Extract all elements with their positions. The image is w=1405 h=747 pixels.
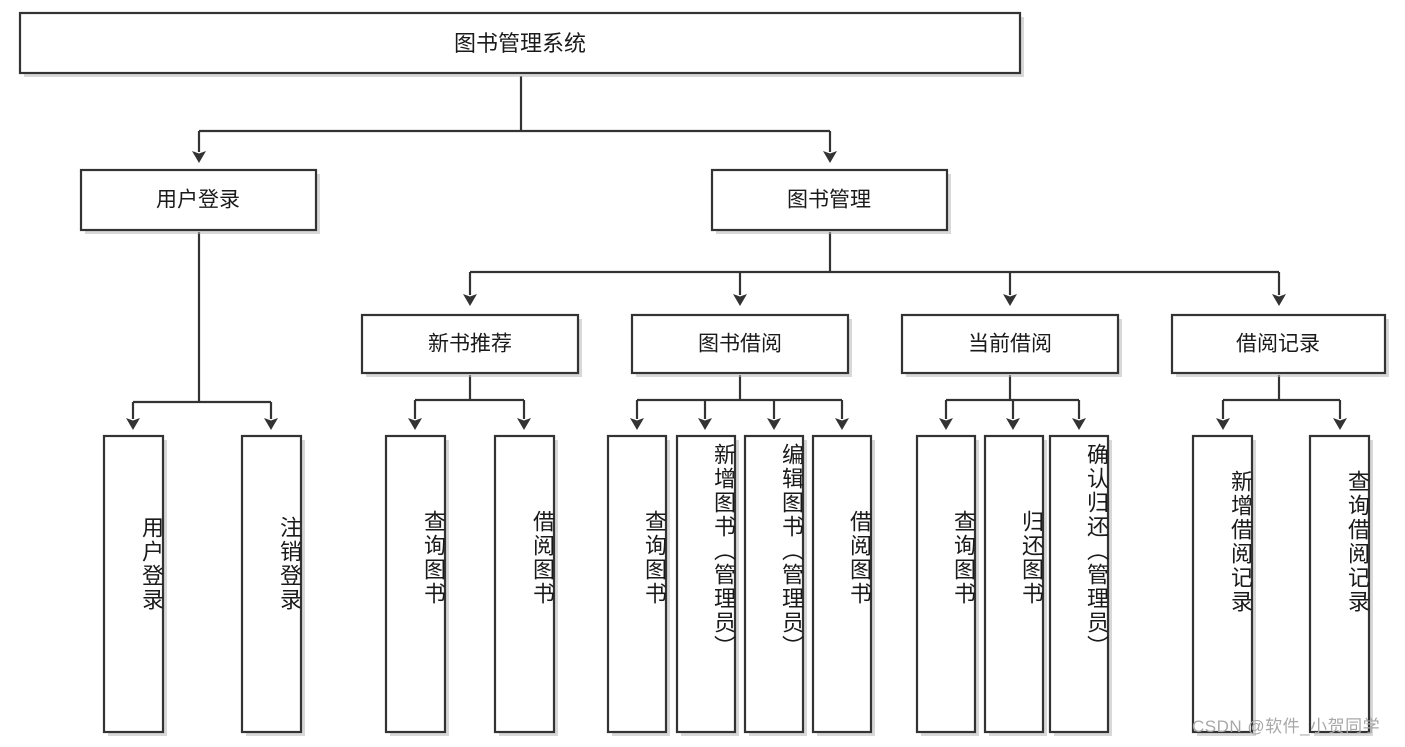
node-root-label: 图书管理系统 <box>454 31 586 56</box>
node-leaf-book-borrow-1[interactable] <box>606 434 670 736</box>
node-leaf-user-login-2[interactable] <box>240 434 305 736</box>
node-new-book-recommend-label: 新书推荐 <box>428 333 512 356</box>
leaf-box <box>493 434 556 734</box>
node-book-borrow-box <box>630 313 850 375</box>
leaf-box <box>983 434 1045 734</box>
leaf-box <box>1308 434 1371 734</box>
node-book-borrow-label: 图书借阅 <box>698 333 782 356</box>
node-borrow-record[interactable]: 借阅记录 <box>1170 313 1389 377</box>
node-user-login-box <box>79 168 318 232</box>
node-leaf-borrow-record-1[interactable] <box>1191 434 1256 736</box>
node-current-borrow-label: 当前借阅 <box>968 333 1052 356</box>
leaf-box <box>743 434 805 734</box>
node-user-login-label: 用户登录 <box>156 189 240 212</box>
node-book-borrow[interactable]: 图书借阅 <box>630 313 852 377</box>
leaf-box <box>811 434 873 734</box>
leaf-box <box>606 434 668 734</box>
node-user-login[interactable]: 用户登录 <box>79 168 320 234</box>
node-book-management[interactable]: 图书管理 <box>710 168 951 234</box>
node-root-box <box>18 11 1022 75</box>
node-leaf-borrow-record-2[interactable] <box>1308 434 1373 736</box>
node-leaf-book-borrow-3[interactable] <box>743 434 807 736</box>
node-new-book-recommend[interactable]: 新书推荐 <box>360 313 582 377</box>
node-leaf-user-login-1[interactable] <box>102 434 167 736</box>
leaf-box <box>384 434 447 734</box>
node-leaf-book-borrow-2[interactable] <box>675 434 739 736</box>
node-new-book-recommend-box <box>360 313 580 375</box>
node-leaf-new-book-2[interactable] <box>493 434 558 736</box>
leaf-box <box>675 434 737 734</box>
connector-layer <box>126 76 1347 430</box>
leaf-box <box>915 434 977 734</box>
leaf-box <box>1048 434 1110 734</box>
node-borrow-record-label: 借阅记录 <box>1236 333 1320 356</box>
node-borrow-record-box <box>1170 313 1387 375</box>
node-current-borrow-box <box>900 313 1120 375</box>
node-leaf-current-borrow-1[interactable] <box>915 434 979 736</box>
node-leaf-current-borrow-3[interactable] <box>1048 434 1112 736</box>
leaf-box <box>240 434 303 734</box>
leaf-box <box>1191 434 1254 734</box>
node-book-management-label: 图书管理 <box>787 189 871 212</box>
leaf-box <box>102 434 165 734</box>
node-leaf-book-borrow-4[interactable] <box>811 434 875 736</box>
node-root[interactable]: 图书管理系统 <box>18 11 1024 77</box>
node-book-management-box <box>710 168 949 232</box>
node-current-borrow[interactable]: 当前借阅 <box>900 313 1122 377</box>
node-leaf-current-borrow-2[interactable] <box>983 434 1047 736</box>
node-leaf-new-book-1[interactable] <box>384 434 449 736</box>
watermark-text: CSDN @软件_小贺同学 <box>1192 717 1381 736</box>
